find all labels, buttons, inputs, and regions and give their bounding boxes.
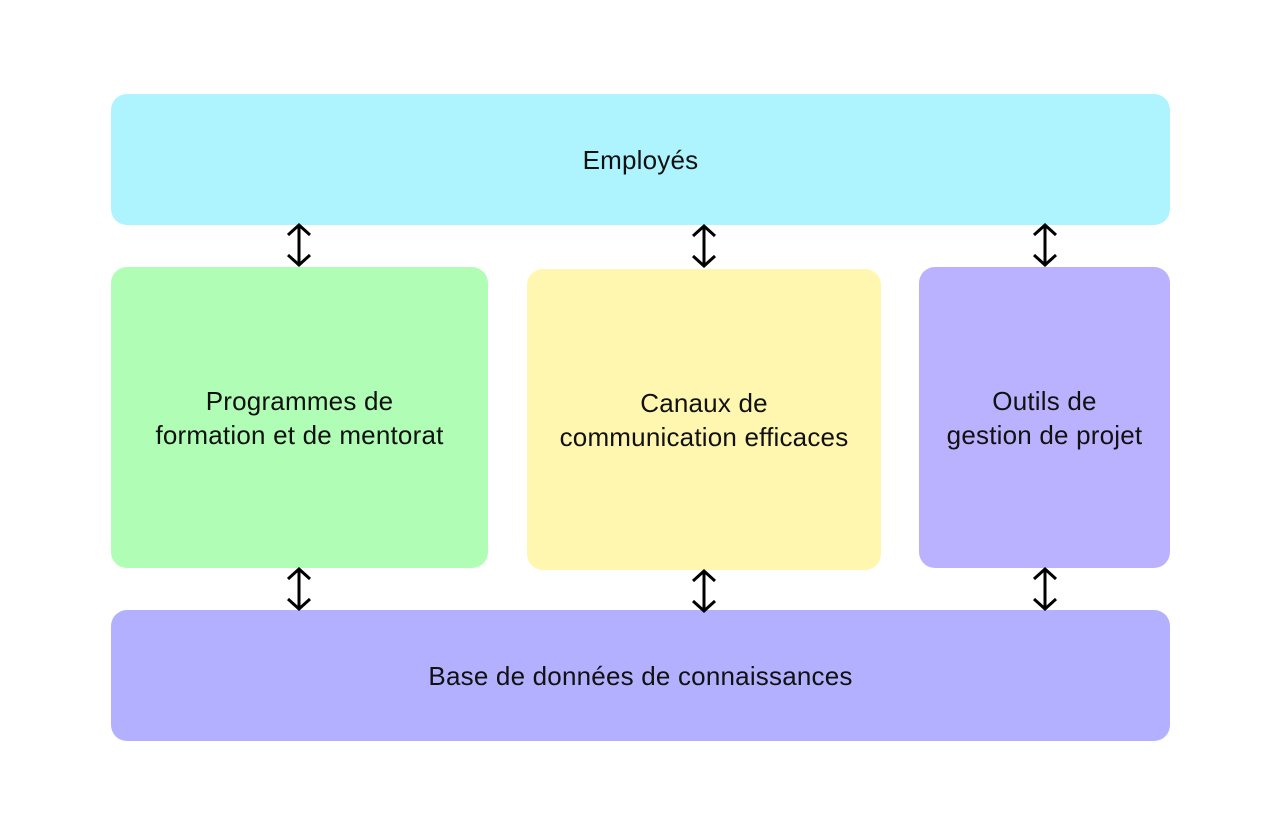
bidirectional-arrow-employes-outils bbox=[1030, 222, 1060, 268]
node-formation-mentorat-label: Programmes de formation et de mentorat bbox=[155, 385, 444, 450]
node-canaux-communication-label: Canaux de communication efficaces bbox=[559, 387, 849, 452]
node-employes-label: Employés bbox=[582, 144, 699, 175]
node-base-connaissances-label: Base de données de connaissances bbox=[428, 660, 853, 691]
node-outils-gestion-projet: Outils de gestion de projet bbox=[919, 267, 1170, 568]
bidirectional-arrow-employes-canaux bbox=[689, 223, 719, 269]
bidirectional-arrow-canaux-base bbox=[689, 568, 719, 614]
node-canaux-communication: Canaux de communication efficaces bbox=[527, 269, 881, 570]
node-outils-gestion-projet-label: Outils de gestion de projet bbox=[946, 385, 1143, 450]
bidirectional-arrow-employes-formation bbox=[284, 222, 314, 268]
bidirectional-arrow-outils-base bbox=[1030, 566, 1060, 612]
node-base-connaissances: Base de données de connaissances bbox=[111, 610, 1170, 741]
node-employes: Employés bbox=[111, 94, 1170, 225]
node-formation-mentorat: Programmes de formation et de mentorat bbox=[111, 267, 488, 568]
bidirectional-arrow-formation-base bbox=[284, 566, 314, 612]
